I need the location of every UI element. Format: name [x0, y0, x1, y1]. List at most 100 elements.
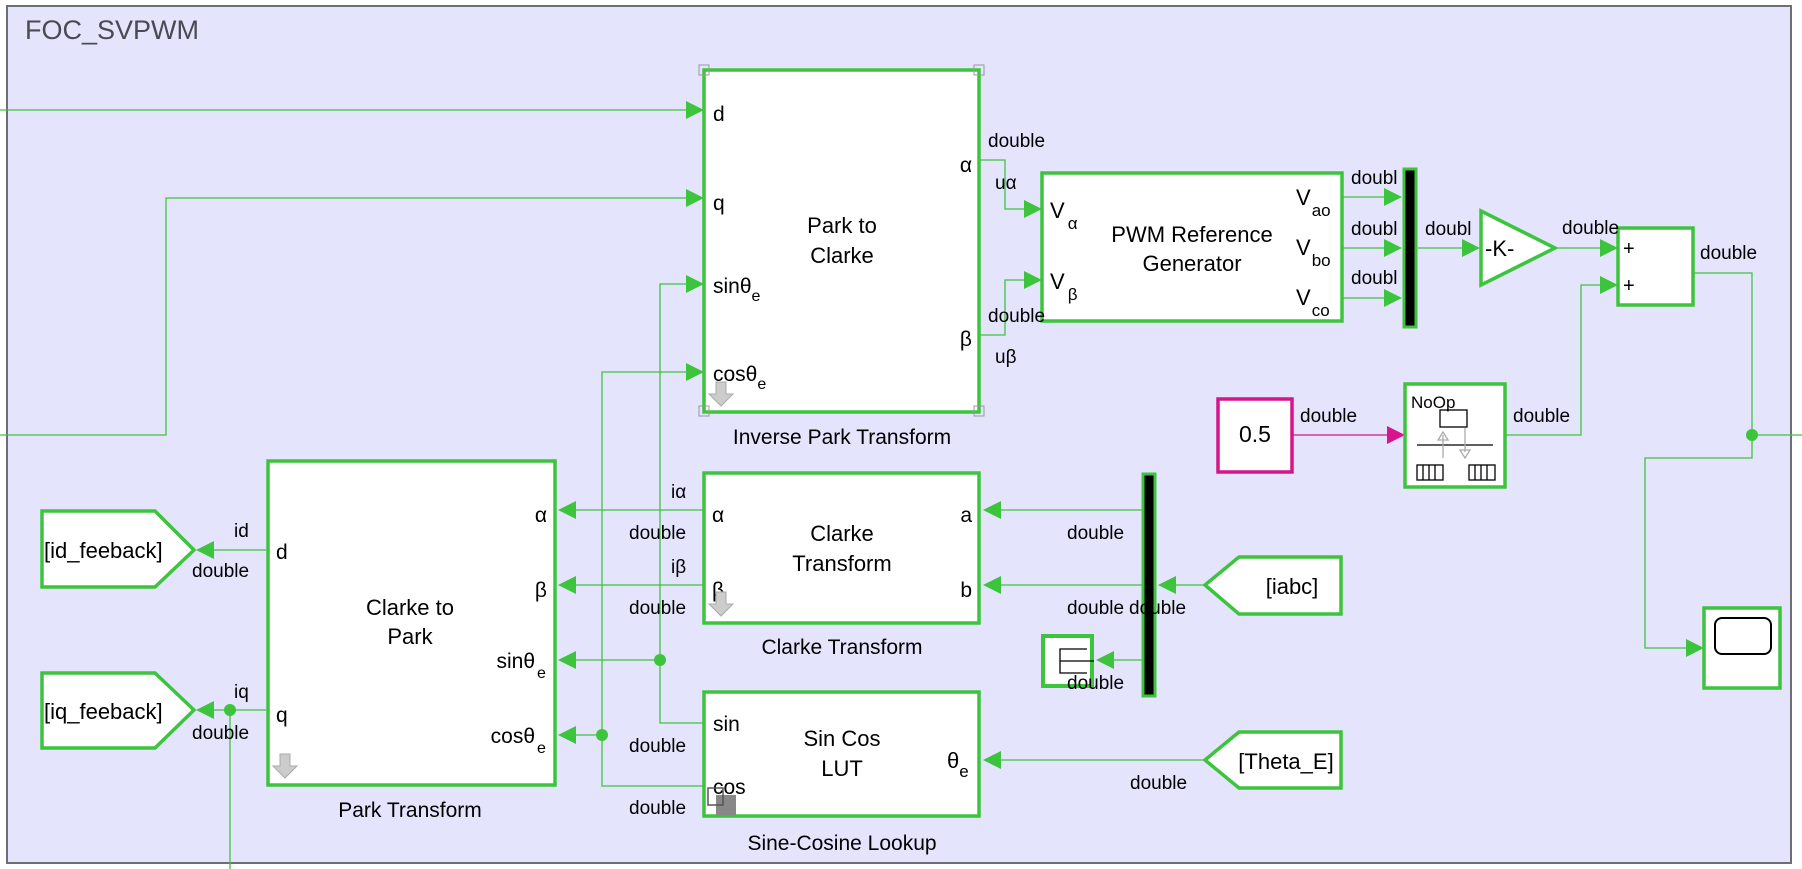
block-goto-id[interactable]: [id_feeback]	[40, 509, 197, 589]
port-label-cos: cos	[713, 776, 746, 799]
port-label-sin: sin	[713, 713, 740, 736]
signal-label: double	[192, 561, 249, 582]
wire-noop-sum[interactable]	[1506, 284, 1616, 436]
port-label-beta: β	[960, 328, 972, 351]
arrow-clarke-b	[983, 576, 1001, 594]
resize-handle[interactable]	[698, 405, 710, 417]
wire-ubeta[interactable]	[980, 279, 1040, 336]
block-sine-cosine-lookup[interactable]: Sin Cos LUT sin cos θe Sine-Cosine Looku…	[702, 690, 981, 855]
signal-label: double	[1700, 243, 1757, 264]
arrow-demux-in	[1158, 576, 1176, 594]
block-from-iabc[interactable]: [iabc]	[1202, 555, 1343, 616]
arrow-noop-in	[1387, 426, 1405, 444]
wire-sum-out[interactable]	[1693, 272, 1802, 436]
port-label-q: q	[713, 192, 725, 215]
block-title: Generator	[1142, 251, 1241, 276]
wire-cos-out[interactable]	[560, 734, 703, 787]
arrow-park-sin	[558, 651, 576, 669]
port-label-cos: cosθ	[491, 725, 535, 748]
arrow-sum-1	[1600, 239, 1618, 257]
block-noop[interactable]: NoOp	[1403, 382, 1507, 489]
signal-label: double	[1562, 218, 1619, 239]
port-label-alpha: α	[712, 504, 724, 527]
arrow-pwm-va	[1024, 200, 1042, 218]
down-arrow-icon	[707, 381, 735, 407]
signal-label: double	[192, 723, 249, 744]
signal-label: iα	[671, 482, 686, 503]
resize-handle[interactable]	[973, 64, 985, 76]
arrowheads	[196, 101, 1704, 769]
arrow-mux-2	[1384, 239, 1402, 257]
block-mux[interactable]	[1402, 167, 1418, 329]
port-label-b: b	[960, 579, 972, 602]
arrow-mux-3	[1384, 289, 1402, 307]
block-title: Clarke to	[366, 595, 454, 620]
block-from-theta[interactable]: [Theta_E]	[1202, 730, 1343, 790]
block-title: LUT	[821, 756, 863, 781]
wire-to-scope[interactable]	[1644, 435, 1753, 649]
block-scope[interactable]	[1702, 606, 1782, 690]
terminator-icon	[1059, 648, 1094, 674]
arrow-park-beta	[558, 576, 576, 594]
signal-label: doubl	[1351, 268, 1398, 289]
signal-label: double	[1067, 673, 1124, 694]
signal-label: double	[629, 798, 686, 819]
port-label-beta: β	[535, 579, 547, 602]
signal-label: doubl	[1351, 219, 1398, 240]
block-caption: Clarke Transform	[761, 636, 922, 659]
junction-cos	[596, 729, 608, 741]
resize-handle[interactable]	[973, 405, 985, 417]
block-title: Clarke	[810, 521, 874, 546]
arrow-gain-in	[1462, 239, 1480, 257]
block-terminator[interactable]	[1041, 634, 1094, 688]
signal-label: double	[1300, 406, 1357, 427]
wire-q-in[interactable]	[0, 197, 700, 436]
from-tag-label: [Theta_E]	[1238, 749, 1333, 774]
block-sum[interactable]: + +	[1616, 226, 1695, 307]
arrow-invpark-q	[686, 189, 704, 207]
wire-sin-out[interactable]	[560, 659, 703, 724]
block-clarke-transform[interactable]: Clarke Transform a b α β Clarke Transfor…	[702, 471, 981, 659]
junction-sin	[654, 654, 666, 666]
port-label-vao: Vao	[1296, 185, 1331, 220]
port-label-vco: Vco	[1296, 285, 1330, 320]
signal-label: double	[1130, 773, 1187, 794]
wire-cos-to-invpark[interactable]	[601, 371, 700, 735]
junction-iq	[224, 704, 236, 716]
arrow-park-cos	[558, 726, 576, 744]
sum-sign: +	[1623, 238, 1635, 260]
block-goto-iq[interactable]: [iq_feeback]	[40, 671, 197, 750]
block-caption: Park Transform	[338, 799, 482, 822]
arrow-term	[1096, 651, 1114, 669]
port-label-cos: cosθe	[713, 363, 766, 393]
port-label-valpha: Vα	[1050, 198, 1078, 233]
block-pwm-reference-generator[interactable]: PWM Reference Generator Vα Vβ Vao Vbo Vc…	[1040, 171, 1344, 323]
block-title: Park	[387, 624, 433, 649]
port-label-a: a	[960, 504, 972, 527]
noop-label: NoOp	[1411, 393, 1455, 412]
block-demux[interactable]	[1141, 472, 1157, 698]
block-inverse-park[interactable]: Park to Clarke d q sinθe cosθe α β Inver…	[698, 64, 985, 449]
wire-ualpha[interactable]	[980, 159, 1040, 210]
buffer-icon	[1416, 409, 1496, 481]
resize-handle[interactable]	[698, 64, 710, 76]
signal-label: double	[629, 598, 686, 619]
block-constant[interactable]: 0.5	[1216, 397, 1294, 474]
down-arrow-icon	[707, 591, 735, 617]
port-label-d: d	[713, 103, 725, 126]
signal-label: double	[629, 523, 686, 544]
from-tag-label: [iabc]	[1266, 574, 1319, 599]
arrow-invpark-d	[686, 101, 704, 119]
block-park-transform[interactable]: Clarke to Park α β sinθ e cosθ e d q Par…	[266, 459, 557, 822]
arrow-park-alpha	[558, 501, 576, 519]
arrow-goto-id	[196, 541, 214, 559]
down-arrow-icon	[271, 753, 299, 779]
arrow-pwm-vb	[1024, 271, 1042, 289]
block-gain[interactable]: -K-	[1479, 208, 1559, 288]
arrow-sum-2	[1600, 276, 1618, 294]
port-sub: e	[537, 740, 546, 757]
signal-label: doubl	[1425, 219, 1472, 240]
signal-label: uα	[995, 173, 1017, 194]
port-label-alpha: α	[960, 154, 972, 177]
signal-label: iβ	[671, 557, 686, 578]
